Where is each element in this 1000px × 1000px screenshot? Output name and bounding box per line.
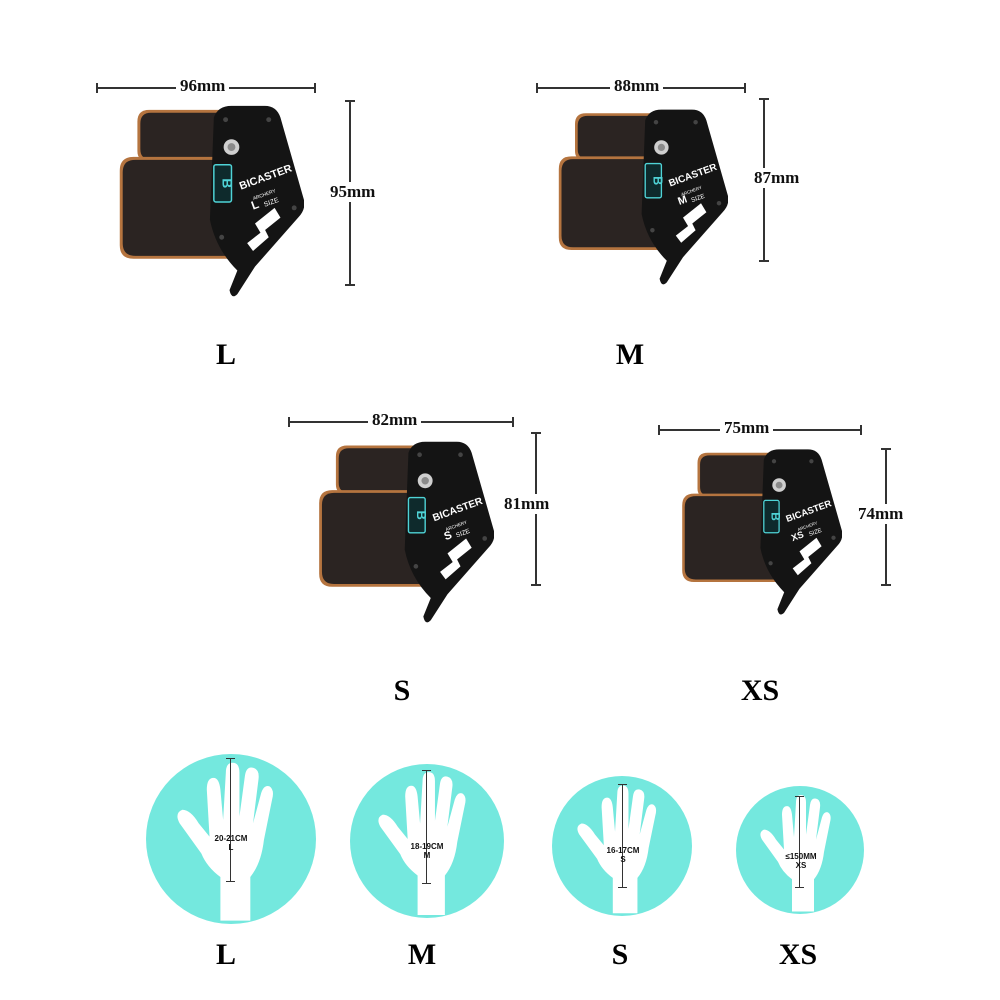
hand-guide-m: 18-19CM M xyxy=(350,764,504,918)
height-label: 74mm xyxy=(854,504,908,524)
hand-measure-label: 18-19CM M xyxy=(410,842,444,860)
width-label: 75mm xyxy=(720,418,774,438)
width-label: 88mm xyxy=(610,76,664,96)
hand-measure-label: 20-21CM L xyxy=(214,834,248,852)
finger-tab-image: BICASTER ARCHERY XS SIZE xyxy=(681,448,842,616)
svg-text:SIZE: SIZE xyxy=(263,197,280,209)
height-label: 95mm xyxy=(326,182,380,202)
svg-text:L: L xyxy=(250,198,261,213)
svg-text:M: M xyxy=(676,193,689,207)
width-label: 82mm xyxy=(368,410,422,430)
hand-guide-xs: ≤150MM XS xyxy=(736,786,864,914)
width-dimension: 96mm xyxy=(96,76,316,98)
svg-text:SIZE: SIZE xyxy=(808,528,822,538)
width-dimension: 82mm xyxy=(288,410,514,432)
size-label-s: S xyxy=(393,674,411,707)
svg-text:S: S xyxy=(443,529,454,543)
hand-size-label-m: M xyxy=(407,938,437,971)
finger-tab-image: BICASTER ARCHERY M SIZE xyxy=(558,108,728,286)
height-dimension: 81mm xyxy=(500,432,586,602)
product-l: 96mm BICASTER ARCHERY L SIZE 95mm xyxy=(96,76,396,378)
product-s: 82mm BICASTER ARCHERY S SIZE 81mm xyxy=(288,410,588,672)
width-label: 96mm xyxy=(176,76,230,96)
height-dimension: 87mm xyxy=(750,98,814,268)
hand-measure-label: 16-17CM S xyxy=(606,846,640,864)
hand-guide-s: 16-17CM S xyxy=(552,776,692,916)
height-label: 87mm xyxy=(750,168,804,188)
height-dimension: 74mm xyxy=(854,448,936,598)
finger-tab-image: BICASTER ARCHERY S SIZE xyxy=(318,441,494,624)
hand-size-label-xs: XS xyxy=(778,938,818,971)
svg-text:ARCHERY: ARCHERY xyxy=(797,520,818,532)
finger-tab-image: BICASTER ARCHERY L SIZE xyxy=(119,105,304,298)
size-label-l: L xyxy=(215,338,236,371)
svg-text:XS: XS xyxy=(790,529,805,543)
height-dimension: 95mm xyxy=(326,100,400,290)
width-dimension: 75mm xyxy=(658,418,862,440)
size-label-m: M xyxy=(615,338,645,371)
hand-guide-l: 20-21CM L xyxy=(146,754,316,924)
hand-size-label-l: L xyxy=(215,938,236,971)
hand-size-label-s: S xyxy=(611,938,629,971)
svg-text:SIZE: SIZE xyxy=(455,528,472,540)
hand-measure-label: ≤150MM XS xyxy=(785,852,817,870)
svg-text:SIZE: SIZE xyxy=(690,193,706,204)
product-xs: 75mm BICASTER ARCHERY XS SIZE 74mm xyxy=(658,418,958,670)
size-label-xs: XS xyxy=(740,674,780,707)
width-dimension: 88mm xyxy=(536,76,746,98)
height-label: 81mm xyxy=(500,494,554,514)
product-m: 88mm BICASTER ARCHERY M SIZE 87mm xyxy=(536,76,836,378)
